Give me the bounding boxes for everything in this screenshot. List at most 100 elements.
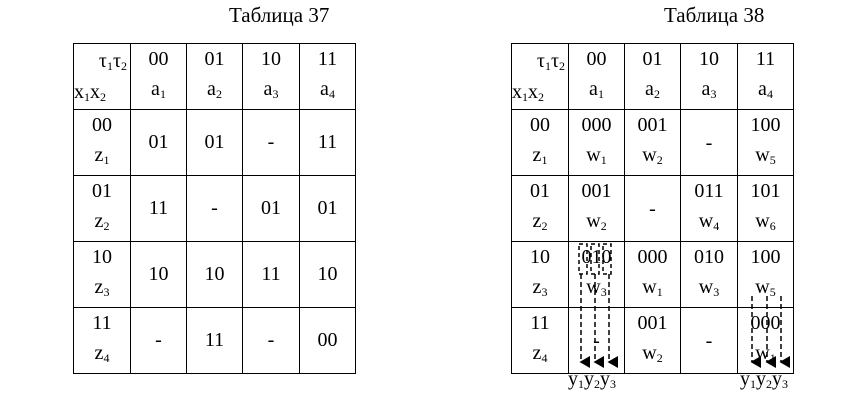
column-code: 11 [317, 48, 338, 70]
row-code: 11 [530, 312, 550, 334]
table-cell: 11 [130, 175, 187, 242]
cell-code: 001 [581, 180, 612, 202]
corner-cell: τ1τ2 x1x2 [511, 43, 569, 110]
output-label-left: y1y2y3 [568, 368, 616, 392]
column-state: a3 [263, 78, 279, 101]
column-state: a2 [207, 78, 222, 101]
cell-output: w5 [755, 276, 776, 299]
row-code: 00 [92, 114, 112, 136]
cell-value: - [267, 329, 275, 351]
cell-value: 11 [261, 263, 281, 285]
cell-output: w2 [642, 144, 663, 167]
cell-code: 001 [637, 114, 668, 136]
dashed-box-left-2 [590, 243, 600, 275]
row-code: 01 [530, 180, 550, 202]
cell-value: 10 [317, 263, 338, 285]
cell-code: 010 [581, 246, 612, 268]
table-cell: 10 [186, 241, 243, 308]
cell-value: 01 [148, 131, 169, 153]
column-state: a2 [645, 78, 660, 101]
cell-value: 10 [204, 263, 225, 285]
cell-value: 10 [148, 263, 169, 285]
corner-tau-label: τ1τ2 [536, 50, 565, 73]
row-label: z2 [532, 210, 548, 233]
cell-code: 100 [750, 114, 781, 136]
cell-value: 00 [317, 329, 338, 351]
cell-value: 01 [204, 131, 225, 153]
row-label: z3 [532, 276, 548, 299]
output-label-text: y1y2y3 [740, 368, 788, 391]
corner-tau-label: τ1τ2 [98, 50, 127, 73]
table-cell: 01 [299, 175, 356, 242]
cell-value: - [267, 131, 275, 153]
cell-output: w3 [586, 276, 607, 299]
column-state: a1 [589, 78, 604, 101]
cell-output: w5 [755, 144, 776, 167]
cell-value: 01 [317, 197, 338, 219]
cell-output: w6 [755, 210, 776, 233]
cell-value: 11 [204, 329, 225, 351]
cell-output: w4 [698, 210, 720, 233]
row-label: z3 [94, 276, 110, 299]
cell-value: 11 [148, 197, 169, 219]
cell-code: 101 [750, 180, 781, 202]
cell-code: 000 [750, 312, 781, 334]
row-label: z1 [532, 144, 548, 167]
corner-x-label: x1x2 [512, 81, 544, 104]
column-code: 11 [755, 48, 776, 70]
cell-output: w3 [698, 276, 720, 299]
table-cell: - [242, 307, 300, 374]
table-cell: 10 [299, 241, 356, 308]
row-code: 11 [92, 312, 112, 334]
cell-value: - [155, 329, 162, 351]
row-label: z4 [532, 342, 548, 365]
row-label: z1 [94, 144, 110, 167]
column-code: 01 [642, 48, 663, 70]
cell-code: 010 [694, 246, 724, 268]
row-code: 00 [530, 114, 550, 136]
column-code: 00 [586, 48, 607, 70]
table-cell: - [186, 175, 243, 242]
row-label: z2 [94, 210, 110, 233]
cell-code: - [705, 131, 713, 154]
row-code: 10 [92, 246, 112, 268]
cell-value: 11 [317, 131, 338, 153]
column-code: 10 [261, 48, 281, 70]
dashed-box-left-3 [602, 243, 612, 275]
row-code: 10 [530, 246, 550, 268]
cell-code: 011 [694, 180, 724, 202]
dashed-box-left-1 [578, 243, 588, 275]
column-code: 00 [148, 48, 169, 70]
cell-output: w1 [642, 276, 663, 299]
corner-x-label: x1x2 [74, 81, 106, 104]
cell-code: - [593, 329, 600, 352]
table38-caption: Таблица 38 [664, 3, 765, 27]
column-code: 10 [699, 48, 719, 70]
column-state: a4 [320, 78, 335, 101]
cell-code: - [649, 197, 656, 220]
row-code: 01 [92, 180, 112, 202]
